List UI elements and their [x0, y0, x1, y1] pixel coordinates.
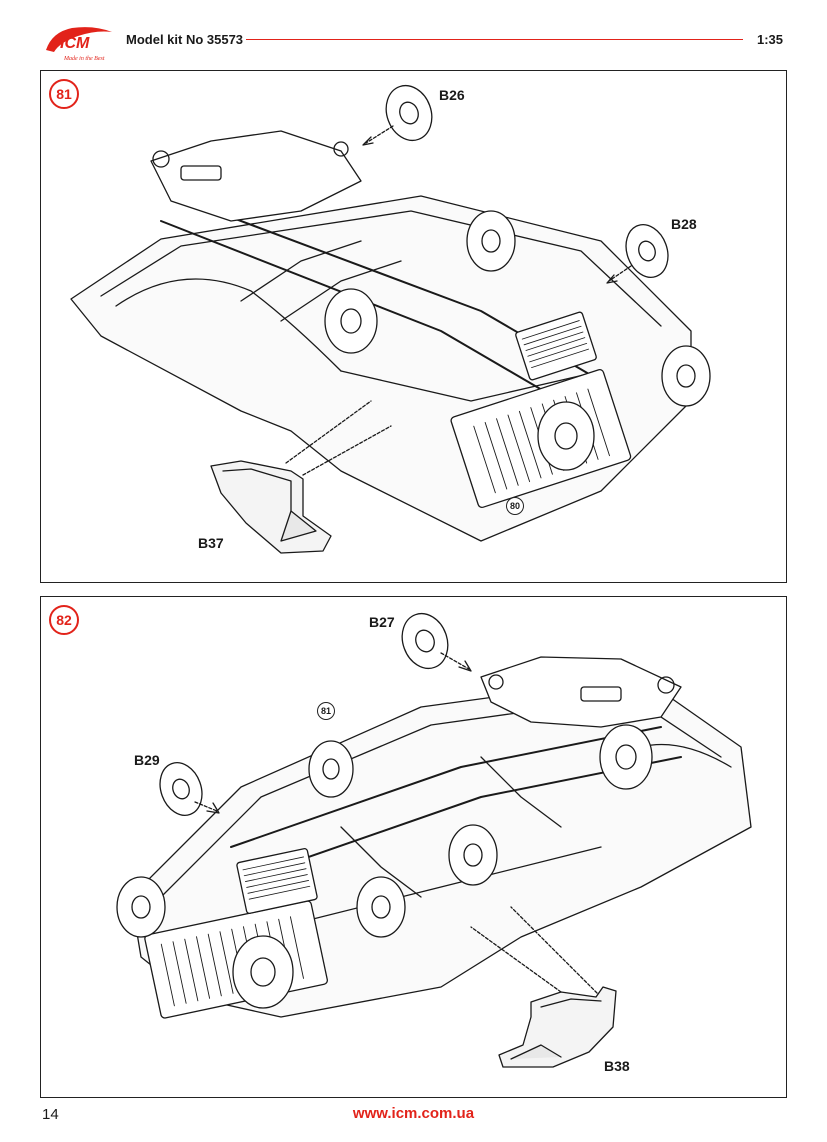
reference-step-badge: 80: [506, 497, 524, 515]
step-number-badge: 82: [49, 605, 79, 635]
header-rule: [246, 39, 743, 40]
page-number: 14: [42, 1106, 59, 1123]
tagline-text: Made in the Best: [63, 56, 105, 62]
part-label-b28: B28: [671, 216, 697, 232]
part-label-b29: B29: [134, 752, 160, 768]
reference-step-badge: 81: [317, 702, 335, 720]
icm-logo: ICM Made in the Best: [46, 27, 112, 62]
part-label-b38: B38: [604, 1058, 630, 1074]
step-82-panel: 82: [40, 596, 787, 1098]
step-number-badge: 81: [49, 79, 79, 109]
kit-number: Model kit No 35573: [126, 32, 244, 47]
chassis-assembly-drawing: [70, 84, 711, 554]
website-link[interactable]: www.icm.com.ua: [352, 1105, 475, 1122]
part-label-b26: B26: [439, 87, 465, 103]
scale-label: 1:35: [756, 32, 783, 47]
chassis-assembly-drawing: [116, 612, 752, 1068]
part-label-b27: B27: [369, 614, 395, 630]
step-81-panel: 81: [40, 70, 787, 583]
part-label-b37: B37: [198, 535, 224, 551]
brand-text: ICM: [60, 35, 90, 52]
